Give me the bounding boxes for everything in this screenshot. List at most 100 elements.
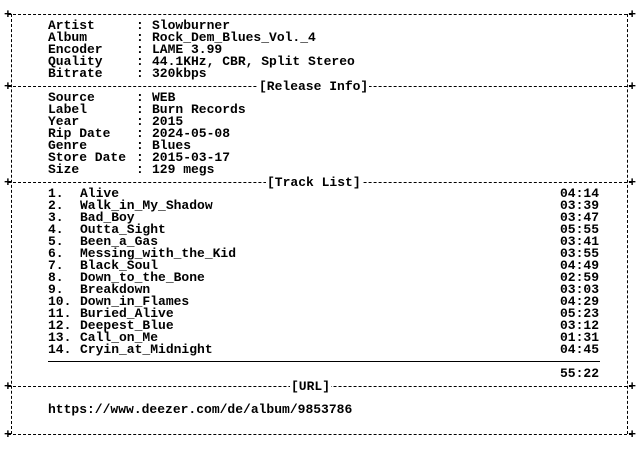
info-key: Store Date — [48, 150, 127, 165]
info-row: Album: Rock_Dem_Blues_Vol._4 — [8, 30, 632, 45]
url-header-right-cap: + — [628, 379, 636, 394]
track-duration: 04:29 — [560, 294, 600, 309]
track-title: Been_a_Gas — [80, 234, 159, 249]
track-row: 3. Bad_Boy 03:47 — [8, 210, 632, 225]
info-key: Bitrate — [48, 66, 103, 81]
info-key: Rip Date — [48, 126, 111, 141]
track-list-header-rule: + + [Track List] — [4, 176, 636, 189]
track-title: Bad_Boy — [80, 210, 135, 225]
bottom-border-right-cap: + — [628, 427, 636, 442]
track-number: 13. — [48, 330, 72, 345]
bottom-border: ++ — [4, 428, 636, 441]
track-total-row: 55:22 — [8, 366, 632, 381]
info-colon: : — [136, 54, 144, 69]
info-value: Rock_Dem_Blues_Vol._4 — [152, 30, 316, 45]
track-number: 7. — [48, 258, 64, 273]
info-value: 2024-05-08 — [152, 126, 231, 141]
track-list-header: + + [Track List] — [4, 176, 636, 189]
info-colon: : — [136, 30, 144, 45]
track-number: 11. — [48, 306, 72, 321]
release-info-header: ++[Release Info] — [4, 79, 636, 94]
top-border-rule: ++ — [4, 8, 636, 21]
track-duration: 04:14 — [560, 186, 600, 201]
info-value: WEB — [152, 90, 176, 105]
info-row: Genre: Blues — [8, 138, 632, 153]
info-key: Artist — [48, 18, 95, 33]
info-key: Size — [48, 162, 80, 177]
info-row: Rip Date:2024-05-08 — [8, 126, 632, 141]
info-value: LAME 3.99 — [152, 42, 223, 57]
track-duration: 04:49 — [560, 258, 600, 273]
track-number: 12. — [48, 318, 72, 333]
track-duration: 04:45 — [560, 342, 600, 357]
info-key: Year — [48, 114, 80, 129]
info-value: 2015-03-17 — [152, 150, 231, 165]
track-title: Down_to_the_Bone — [80, 270, 205, 285]
track-title: Walk_in_My_Shadow — [80, 198, 213, 213]
track-row: 2. Walk_in_My_Shadow 03:39 — [8, 198, 632, 213]
track-number: 5. — [48, 234, 64, 249]
track-title: Deepest_Blue — [80, 318, 174, 333]
info-value: 129 megs — [152, 162, 215, 177]
info-colon: : — [136, 114, 144, 129]
track-total-rule — [48, 361, 600, 362]
track-duration: 05:23 — [560, 306, 600, 321]
track-number: 6. — [48, 246, 64, 261]
info-key: Encoder — [48, 42, 103, 57]
info-key: Quality — [48, 54, 103, 69]
track-list-header-right-cap: + — [628, 175, 636, 190]
info-row: Size:129 megs — [8, 162, 632, 177]
info-colon: : — [136, 138, 144, 153]
album-url: https://www.deezer.com/de/album/9853786 — [48, 402, 353, 417]
url-row: https://www.deezer.com/de/album/9853786 — [8, 402, 632, 417]
url-header-left-cap: + — [4, 379, 12, 394]
url-header: ++[URL] — [4, 380, 636, 393]
info-value: Slowburner — [152, 18, 231, 33]
info-key: Album — [48, 30, 88, 45]
track-number: 8. — [48, 270, 64, 285]
info-value: 44.1KHz, CBR, Split Stereo — [152, 54, 355, 69]
info-colon: : — [136, 42, 144, 57]
release-info-header-left-cap: + — [4, 79, 12, 94]
release-info-header-title: [Release Info] — [258, 79, 370, 94]
top-border-left-cap: + — [4, 7, 12, 22]
info-colon: : — [136, 150, 144, 165]
info-colon: : — [136, 162, 144, 177]
track-duration: 03:39 — [560, 198, 600, 213]
track-number: 2. — [48, 198, 64, 213]
info-row: Year:2015 — [8, 114, 632, 129]
info-colon: : — [136, 18, 144, 33]
info-value: 320kbps — [152, 66, 207, 81]
track-number: 3. — [48, 210, 64, 225]
track-duration: 03:03 — [560, 282, 600, 297]
track-duration: 05:55 — [560, 222, 600, 237]
track-total-duration: 55:22 — [560, 366, 600, 381]
info-colon: : — [136, 90, 144, 105]
track-row: 11. Buried_Alive 05:23 — [8, 306, 632, 321]
track-duration: 01:31 — [560, 330, 600, 345]
info-colon: : — [136, 126, 144, 141]
track-list-header-left-cap: + — [4, 175, 12, 190]
track-title: Buried_Alive — [80, 306, 174, 321]
track-duration: 03:47 — [560, 210, 600, 225]
track-list-header-title: [Track List] — [266, 175, 362, 190]
track-number: 10. — [48, 294, 72, 309]
info-key: Genre — [48, 138, 88, 153]
info-row: Store Date:2015-03-17 — [8, 150, 632, 165]
info-row: Bitrate:320kbps — [8, 66, 632, 81]
info-row: Artist: Slowburner — [8, 18, 632, 33]
info-colon: : — [136, 102, 144, 117]
info-row: Encoder: LAME 3.99 — [8, 42, 632, 57]
info-value: Blues — [152, 138, 192, 153]
info-row: Source:WEB — [8, 90, 632, 105]
